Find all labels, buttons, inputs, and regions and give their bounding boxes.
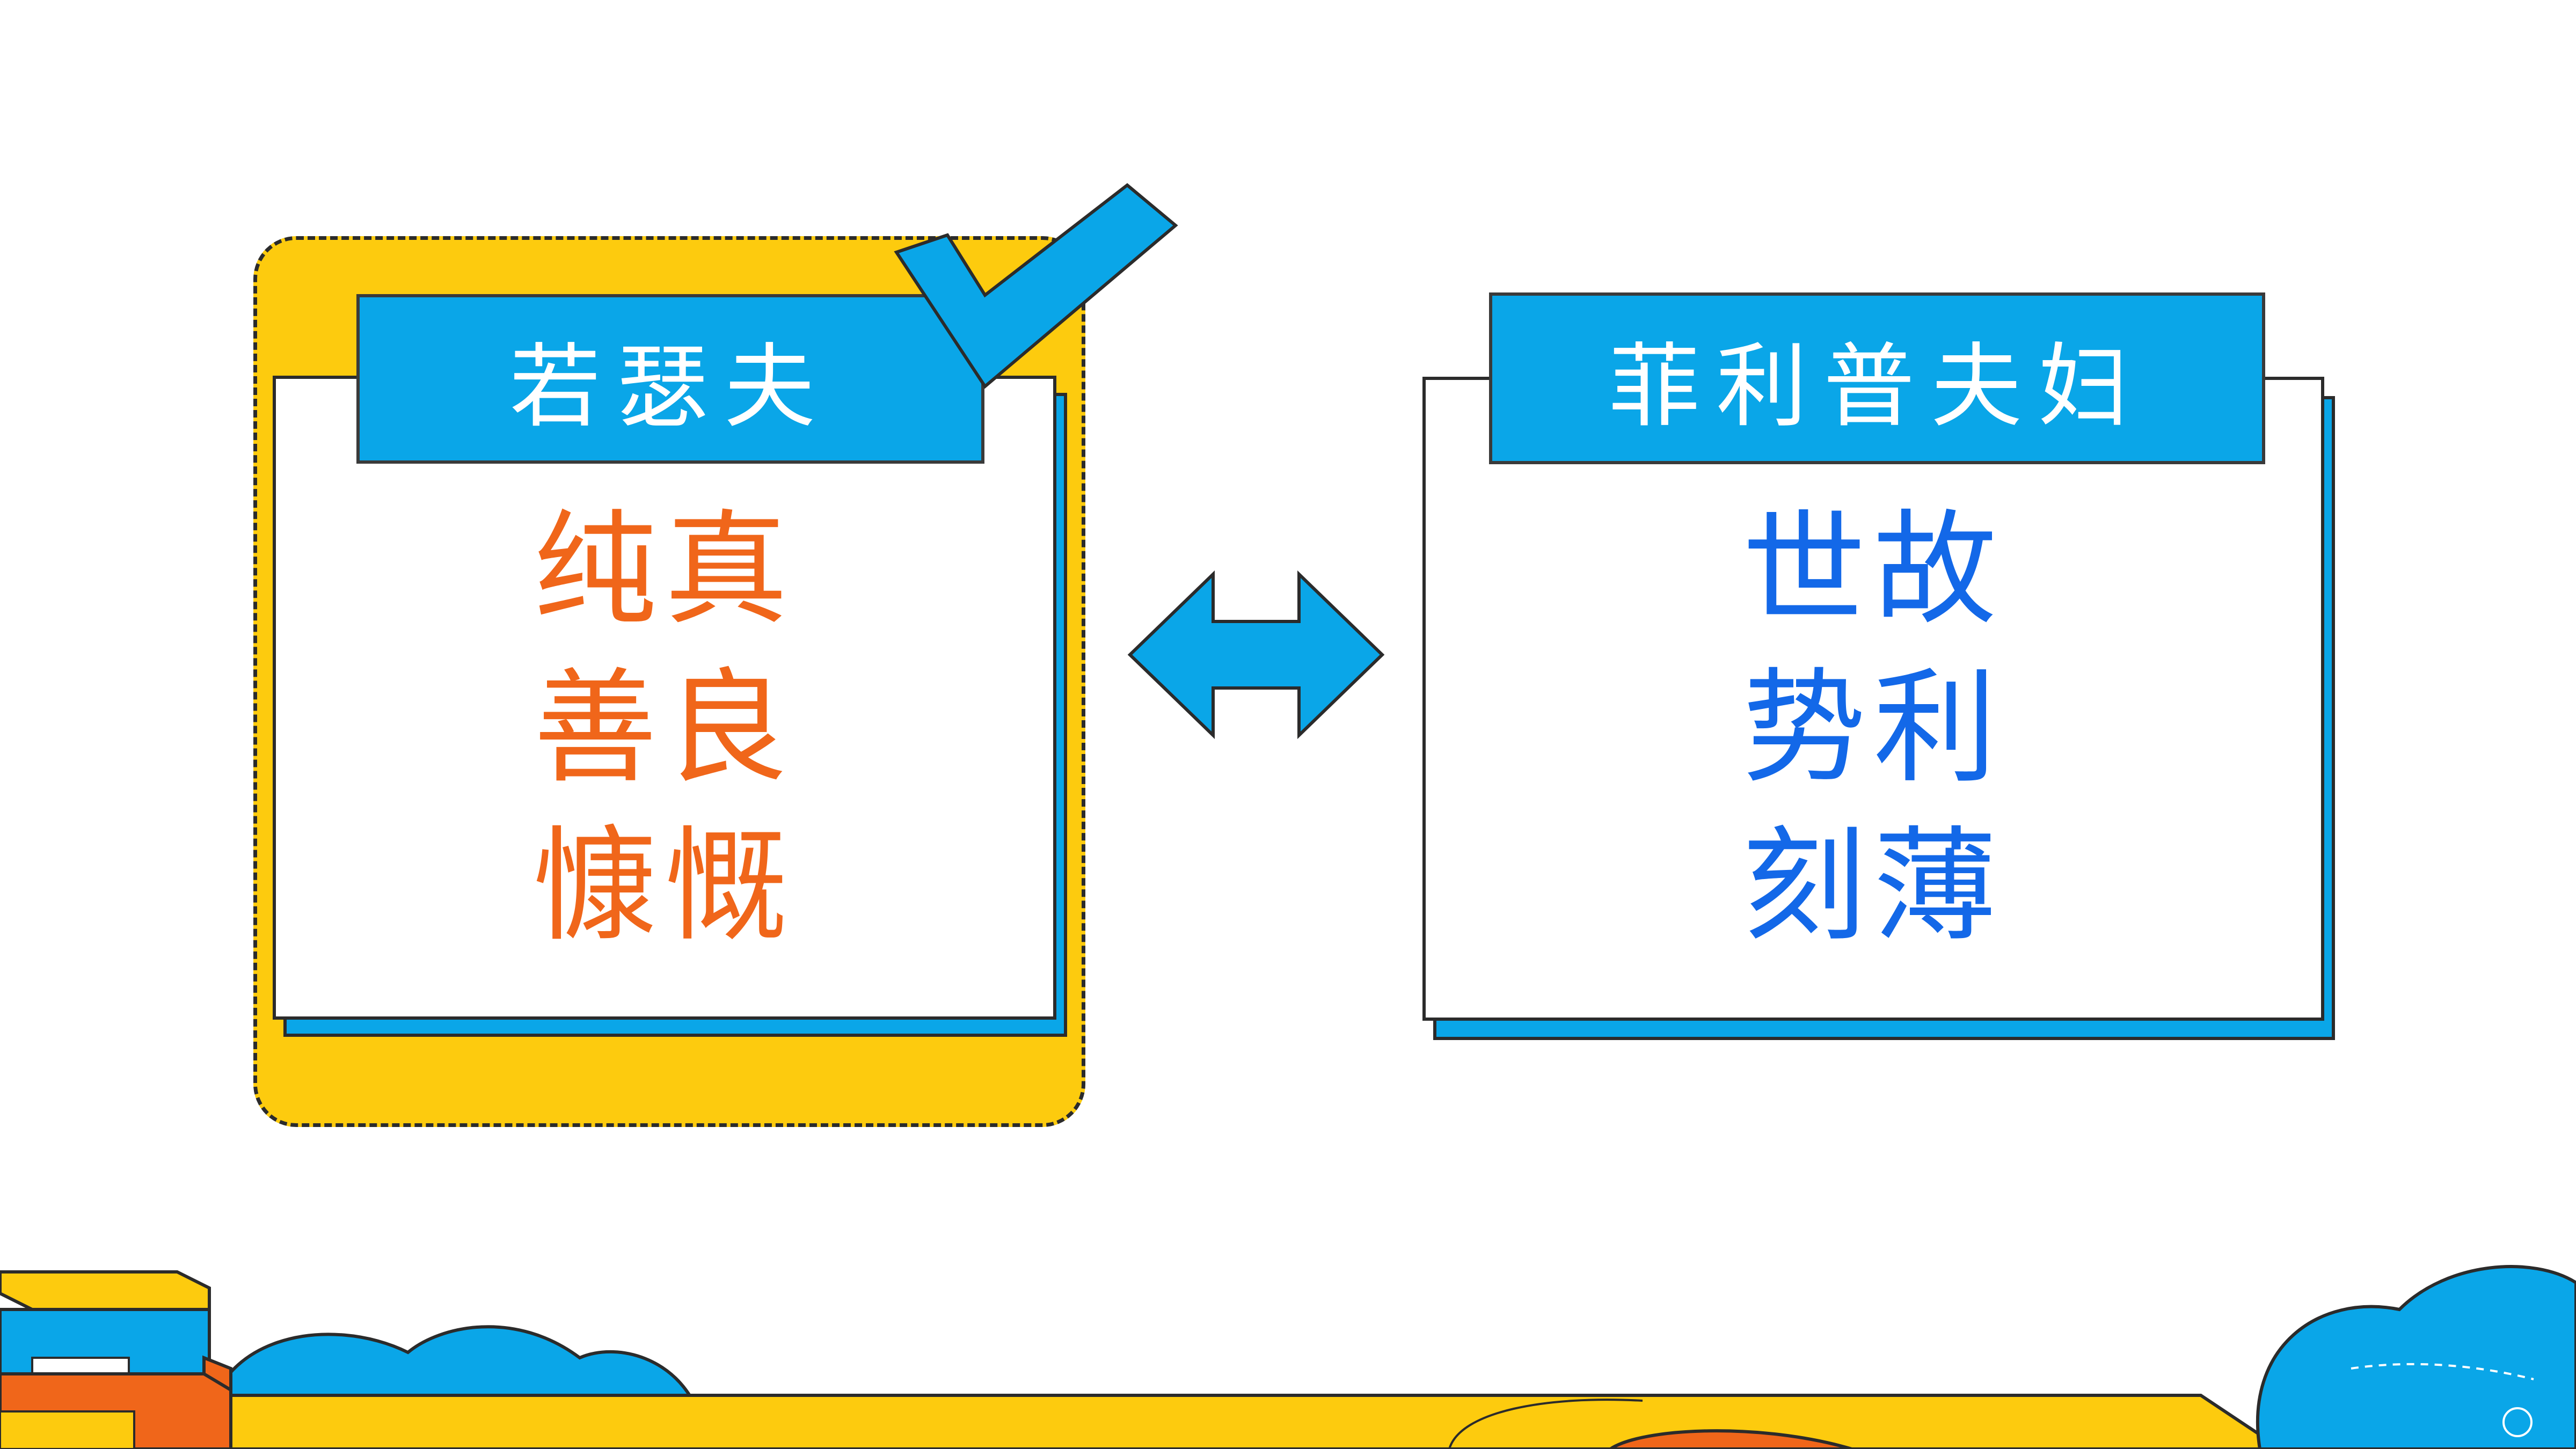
right-card-title-text: 菲利普夫妇 — [1608, 334, 2146, 440]
left-trait: 慷慨 — [533, 815, 796, 958]
orange-object — [1607, 1429, 1852, 1449]
check-icon — [894, 183, 1178, 389]
double-arrow-icon — [1127, 570, 1385, 740]
left-trait: 纯真 — [533, 499, 796, 642]
desk-surface — [224, 1394, 2285, 1449]
left-card-title-text: 若瑟夫 — [509, 334, 831, 441]
book-stack — [0, 1270, 232, 1449]
right-card-title: 菲利普夫妇 — [1489, 292, 2265, 464]
bottom-decoration — [0, 1265, 2576, 1449]
right-trait: 势利 — [1742, 657, 2004, 800]
right-cloud — [2256, 1265, 2576, 1449]
right-card — [1422, 377, 2324, 1021]
cloud-circle — [2502, 1407, 2533, 1437]
desk-curve — [1448, 1399, 1643, 1449]
cloud-dash — [2351, 1363, 2534, 1380]
right-trait-list: 世故 势利 刻薄 — [1422, 491, 2324, 966]
right-trait: 刻薄 — [1742, 815, 2004, 958]
left-card-title: 若瑟夫 — [356, 294, 984, 464]
left-card — [273, 376, 1056, 1020]
left-trait-list: 纯真 善良 慷慨 — [273, 491, 1056, 966]
right-trait: 世故 — [1742, 499, 2004, 642]
left-trait: 善良 — [533, 657, 796, 800]
